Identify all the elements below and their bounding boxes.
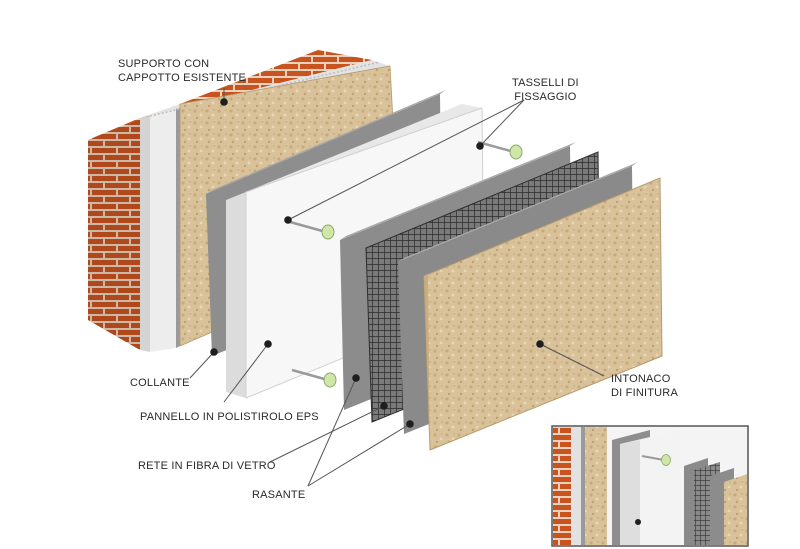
marker-collante [210,348,218,356]
leader-intonaco [539,343,605,377]
marker-pannello [264,340,272,348]
brick-side-face [88,118,140,350]
label-rasante: RASANTE [252,489,306,501]
eps-panel-side [226,192,246,398]
marker-dots [210,98,544,428]
label-supporto-line1: SUPPORTO CON [118,58,210,70]
leader-rete [269,405,385,463]
marker-intonaco [536,340,544,348]
leader-rasante-2 [307,423,411,487]
leader-lines [189,88,605,487]
label-collante: COLLANTE [130,377,190,389]
leader-rasante-1 [307,377,357,487]
leader-tasselli-2 [287,99,525,221]
label-supporto: SUPPORTO CON CAPPOTTO ESISTENTE [118,57,246,85]
marker-tasselli-2 [284,216,292,224]
marker-rasante-1 [352,374,360,382]
label-intonaco-line2: DI FINITURA [611,387,678,399]
marker-supporto [220,98,228,106]
marker-tasselli-1 [476,142,484,150]
label-rete: RETE IN FIBRA DI VETRO [138,460,276,472]
leader-collante [189,351,215,379]
anchors [289,140,523,388]
existing-insulation-side [140,116,150,352]
finishing-render [423,177,663,451]
anchor-upper-right [477,140,523,160]
label-intonaco: INTONACO DI FINITURA [611,372,678,400]
label-intonaco-line1: INTONACO [611,373,671,385]
existing-insulation-top [140,60,390,118]
label-tasselli: TASSELLI DI FISSAGGIO [512,76,579,104]
marker-rete [380,402,388,410]
inset-detail [551,425,749,547]
leader-pannello [223,343,269,403]
label-supporto-line2: CAPPOTTO ESISTENTE [118,72,247,84]
label-tasselli-line1: TASSELLI DI [512,77,579,89]
label-pannello: PANNELLO IN POLISTIROLO EPS [140,411,319,423]
marker-rasante-2 [406,420,414,428]
anchor-lower [291,368,337,388]
leader-tasselli-1 [479,99,525,147]
anchor-middle [289,220,335,240]
label-tasselli-line2: FISSAGGIO [514,91,577,103]
